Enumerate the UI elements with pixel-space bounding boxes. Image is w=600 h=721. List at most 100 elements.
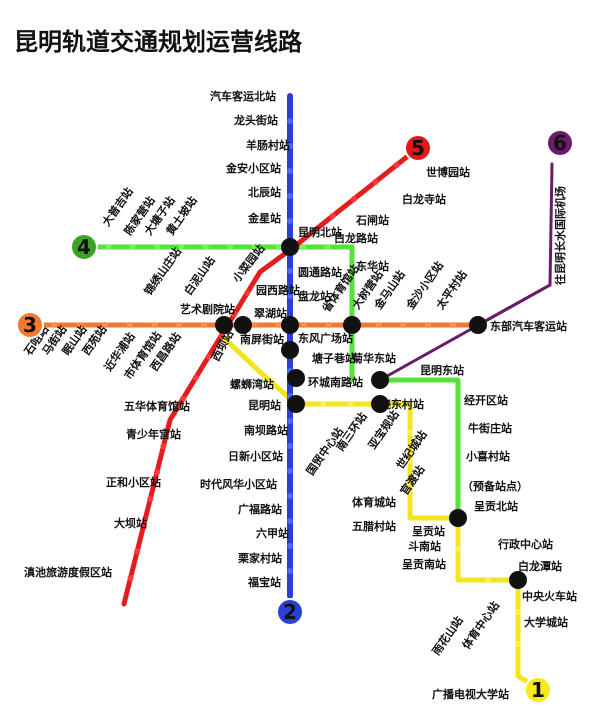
station-label-line2: 塘子巷站 — [312, 351, 356, 365]
station-label-line1: 菊华东站 — [352, 351, 396, 365]
station-label-line2: 北辰站 — [248, 185, 281, 199]
line5-station-dot — [329, 213, 336, 219]
interchange-station-10 — [449, 509, 467, 527]
line2-station-dot — [287, 568, 293, 574]
station-label-line1: 呈贡北站 — [474, 499, 518, 513]
line5-station-dot — [244, 290, 251, 297]
line-1-badge — [524, 676, 552, 704]
line-5-badge — [404, 134, 432, 162]
line1-station-dot — [515, 609, 521, 615]
interchange-station-3 — [343, 316, 361, 334]
line-2-badge — [276, 598, 304, 626]
line-6-badge — [546, 129, 574, 157]
line5-station-dot — [192, 374, 199, 381]
line-5-number: 5 — [411, 136, 425, 160]
line1-station-dot — [455, 546, 461, 552]
line1-station-dot — [407, 458, 413, 464]
line4-station-dot — [275, 244, 282, 250]
station-label-line5: 园西路站 — [256, 283, 300, 297]
line5-station-dot — [153, 469, 160, 476]
station-label-line1: 呈贡站 — [412, 524, 445, 538]
station-label-line2: 栗家村站 — [238, 551, 282, 565]
station-label-line2: 金星站 — [247, 211, 281, 225]
station-label-line5: 五华体育馆站 — [124, 399, 190, 413]
station-label-line5: 青少年宫站 — [126, 427, 181, 441]
station-label-line5: 正和小区站 — [106, 475, 161, 489]
station-label-line2: 金安小区站 — [225, 161, 281, 175]
line3-station-dot — [450, 322, 457, 328]
track-line-4 — [81, 244, 355, 383]
station-label-line4: 白泥山站 — [181, 254, 218, 298]
interchange-station-6 — [287, 369, 305, 387]
station-label-line4: 锦绣山庄站 — [141, 245, 184, 298]
line1-station-dot — [407, 429, 413, 436]
line-4-badge — [70, 233, 98, 261]
station-label-line1: 雨花山站 — [429, 614, 466, 658]
station-label-line5: 翠湖站 — [254, 306, 287, 320]
line2-station-dot — [287, 518, 293, 524]
line1-station-dot — [407, 486, 413, 493]
station-label-line1: 经开区站 — [464, 393, 508, 407]
line4-station-dot — [251, 244, 258, 250]
interchange-station-8 — [287, 395, 305, 413]
line5-station-dot — [372, 179, 379, 185]
line1-station-dot — [347, 401, 354, 407]
line3-station-dot — [400, 322, 407, 328]
station-label-line1: 白龙潭站 — [518, 559, 562, 573]
line2-station-dot — [287, 468, 293, 474]
line4-station-dot — [324, 244, 331, 250]
interchange-station-1 — [234, 316, 252, 334]
station-label-line2: 时代风华小区站 — [200, 477, 277, 491]
line-6-number: 6 — [553, 131, 567, 155]
line2-station-dot — [287, 193, 293, 199]
station-label-line5: 世博园站 — [426, 165, 470, 179]
station-label-line1: （预备站点） — [462, 479, 528, 493]
interchange-station-9 — [371, 395, 389, 413]
station-label-line6: 往昆明长水国际机场 — [553, 186, 567, 285]
line3-station-dot — [375, 322, 382, 328]
line1-station-dot — [485, 577, 491, 583]
station-label-line5: 石闸站 — [355, 213, 389, 227]
line1-station-dot — [515, 641, 521, 647]
line5-station-dot — [160, 443, 167, 450]
track-layer — [27, 93, 554, 689]
station-label-line2: 昆明站 — [248, 398, 281, 412]
line2-station-dot — [287, 543, 293, 549]
station-label-line3: 东部汽车客运站 — [490, 319, 567, 333]
station-label-line5: 螺蛳湾站 — [230, 377, 274, 391]
station-label-line5: 白龙寺站 — [402, 192, 446, 206]
interchange-layer — [215, 238, 527, 589]
line2-station-dot — [287, 493, 293, 499]
station-label-line2: 福宝站 — [247, 575, 281, 589]
station-label-line2: 盘龙站 — [298, 289, 331, 303]
station-label-line2: 六甲站 — [256, 526, 289, 540]
line5-station-dot — [127, 574, 134, 581]
line2-station-dot — [287, 143, 293, 149]
line2-station-dot — [287, 118, 293, 124]
station-label-line1: 体育城站 — [352, 495, 396, 509]
line-3-number: 3 — [23, 313, 37, 337]
station-label-line2: 环城南路站 — [308, 375, 363, 389]
interchange-station-4 — [469, 316, 487, 334]
station-label-line1: 晓东村站 — [380, 397, 424, 411]
line4-station-dot — [154, 244, 161, 250]
station-label-line2: 昆明北站 — [298, 225, 342, 239]
line2-station-dot — [287, 293, 293, 299]
line4-station-dot — [202, 244, 209, 250]
line-4-number: 4 — [77, 235, 91, 259]
line3-station-dot — [275, 322, 282, 328]
station-label-line5: 东华站 — [356, 259, 389, 273]
station-label-line5: 南屏街站 — [240, 332, 284, 346]
interchange-station-5 — [281, 341, 299, 359]
station-label-line5: 滇池旅游度假区站 — [24, 565, 112, 579]
station-label-line1: 牛街庄站 — [468, 421, 512, 435]
station-label-line1: 中央火车站 — [522, 589, 577, 603]
station-label-line1: 亚宝规站 — [365, 408, 402, 452]
line5-station-dot — [308, 230, 315, 236]
line5-station-dot — [134, 548, 141, 555]
line2-station-dot — [287, 443, 293, 449]
station-label-line1: 昆明东站 — [420, 363, 464, 377]
station-label-line1: 行政中心站 — [497, 537, 553, 551]
line5-station-dot — [179, 395, 186, 402]
